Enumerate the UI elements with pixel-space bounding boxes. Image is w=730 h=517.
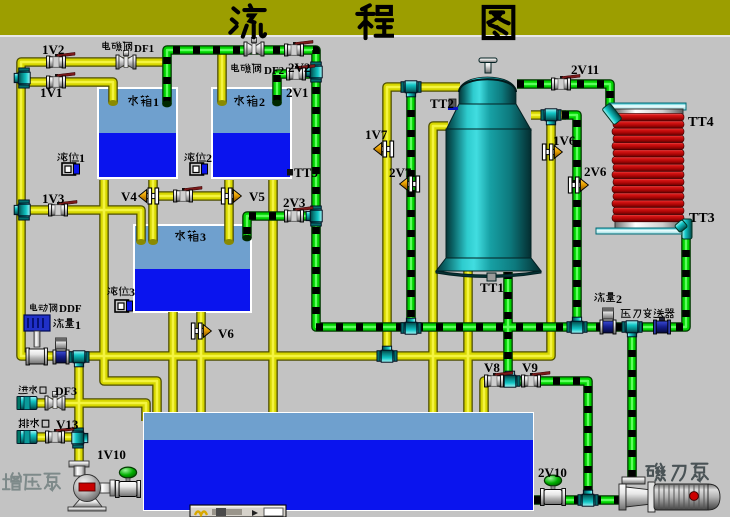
svg-text:TT1: TT1 xyxy=(480,280,504,295)
svg-text:1V10: 1V10 xyxy=(97,447,126,462)
svg-text:2V11: 2V11 xyxy=(571,62,599,77)
svg-text:1V2: 1V2 xyxy=(42,42,64,57)
svg-text:V9: V9 xyxy=(522,360,538,375)
svg-text:TT4: TT4 xyxy=(688,115,714,130)
svg-text:1: 1 xyxy=(153,95,159,109)
svg-text:3: 3 xyxy=(129,285,135,299)
svg-text:2: 2 xyxy=(206,151,212,165)
svg-text:DF1: DF1 xyxy=(134,43,154,55)
svg-text:2: 2 xyxy=(259,95,265,109)
svg-text:DF3: DF3 xyxy=(55,384,77,398)
svg-text:DF2: DF2 xyxy=(264,65,285,77)
svg-text:TT3: TT3 xyxy=(689,211,715,226)
svg-text:V6: V6 xyxy=(218,326,234,341)
svg-text:V8: V8 xyxy=(484,360,500,375)
svg-text:TT5: TT5 xyxy=(294,165,318,180)
svg-text:2V10: 2V10 xyxy=(538,465,567,480)
svg-text:3: 3 xyxy=(200,230,206,244)
svg-text:1V3: 1V3 xyxy=(42,191,65,206)
svg-text:1: 1 xyxy=(79,151,85,165)
svg-text:2: 2 xyxy=(616,292,622,306)
svg-text:1V7: 1V7 xyxy=(365,127,388,142)
svg-text:1V6: 1V6 xyxy=(553,133,576,148)
svg-text:V13: V13 xyxy=(56,417,79,432)
svg-text:2V1: 2V1 xyxy=(286,85,308,100)
svg-text:2V7: 2V7 xyxy=(389,165,412,180)
svg-text:V5: V5 xyxy=(249,189,265,204)
svg-text:TT2: TT2 xyxy=(430,96,454,111)
svg-text:2V2: 2V2 xyxy=(288,60,310,75)
svg-text:2V6: 2V6 xyxy=(584,164,607,179)
svg-text:DDF: DDF xyxy=(59,303,82,315)
svg-text:1V1: 1V1 xyxy=(40,85,62,100)
svg-text:V4: V4 xyxy=(121,189,137,204)
svg-text:2V3: 2V3 xyxy=(283,195,306,210)
svg-text:1: 1 xyxy=(75,318,81,332)
